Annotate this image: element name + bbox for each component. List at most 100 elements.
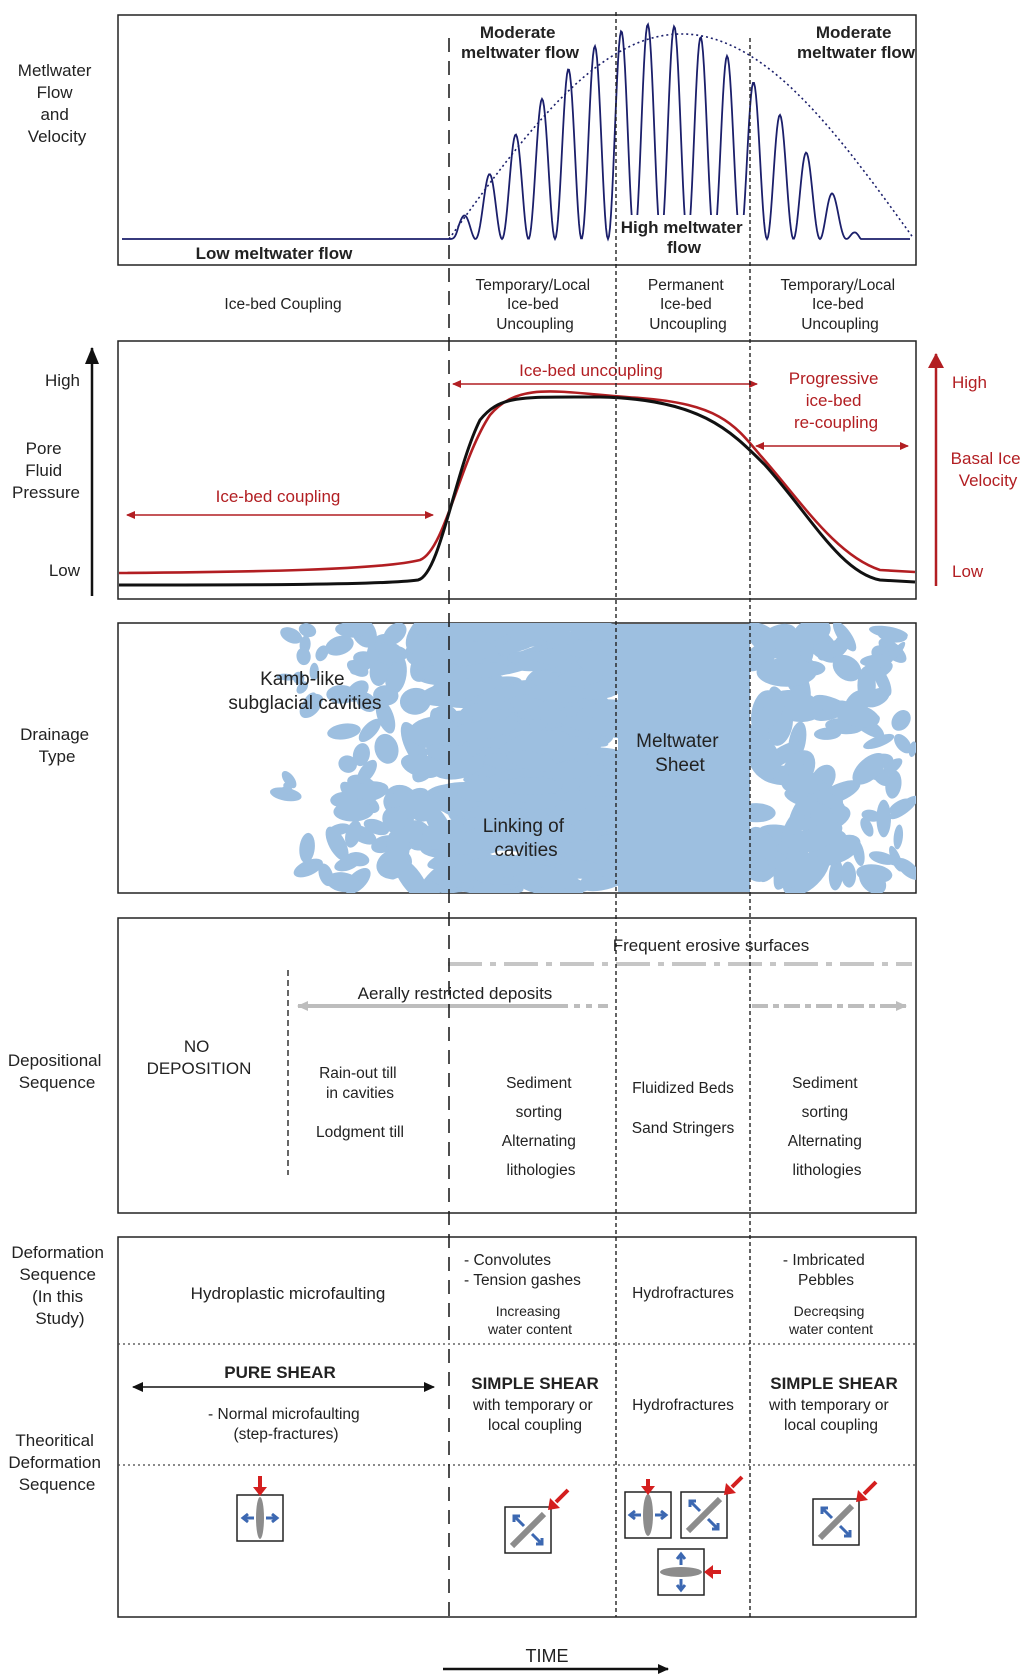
cavity-blob — [373, 685, 399, 706]
cavity-blob — [840, 861, 857, 888]
cavity-blob — [860, 654, 894, 667]
cavity-blob — [893, 824, 904, 850]
lodgment-till-label: Lodgment till — [316, 1124, 404, 1141]
time-label: TIME — [526, 1646, 569, 1666]
cavity-blob — [296, 681, 309, 694]
basal-ice-velocity-label: Basal Ice Velocity — [951, 449, 1026, 490]
phase-divider-lines — [448, 12, 751, 1617]
label-drainage-type: Drainage Type — [20, 725, 94, 766]
cavity-blob — [383, 623, 407, 646]
cavity-blob — [879, 854, 906, 867]
phase-temporary-right: Temporary/Local Ice-bed Uncoupling — [781, 277, 900, 333]
cavity-blob — [385, 807, 408, 831]
panel-pore-pressure: Ice-bed uncoupling Ice-bed coupling Prog… — [117, 340, 1026, 600]
simple-shear-right-stress-icon — [812, 1480, 878, 1546]
meltwater-sheet-label: Meltwater Sheet — [636, 731, 724, 776]
simple-shear-left-stress-icon — [504, 1488, 570, 1554]
erosive-label-bg — [600, 933, 822, 955]
cavity-blob — [467, 854, 532, 879]
cavity-blob — [315, 645, 329, 662]
pure-shear-stress-icon — [236, 1476, 284, 1542]
cavity-blob — [550, 639, 627, 660]
cavity-blob — [889, 795, 916, 820]
sediment-sorting-left-label: Sediment sorting Alternating lithologies — [502, 1075, 580, 1179]
cavity-blob — [877, 628, 908, 643]
pore-high-label: High — [45, 371, 80, 390]
cavity-blob — [817, 638, 849, 661]
sand-stringers-label: Sand Stringers — [632, 1120, 735, 1137]
cavity-blob — [330, 791, 358, 808]
cavity-blob — [781, 809, 805, 849]
cavity-blob — [440, 719, 520, 743]
cavity-blob — [345, 820, 362, 848]
cavity-blob — [480, 709, 512, 723]
cavity-blob — [891, 709, 911, 731]
cavity-blob — [363, 818, 390, 836]
cavity-blob — [775, 625, 801, 673]
hydroplastic-label: Hydroplastic microfaulting — [191, 1284, 386, 1303]
rainout-till-label: Rain-out till in cavities — [319, 1065, 401, 1102]
cavity-blob — [270, 787, 302, 802]
cavity-blob — [399, 787, 430, 815]
hydrofracture-diagonal-stress-icon — [680, 1475, 744, 1539]
cavity-blob — [356, 692, 377, 712]
panel-drainage-type: Kamb-like subglacial cavities Meltwater … — [117, 622, 917, 894]
cavity-blob — [352, 743, 370, 767]
simple-shear-right-sub: with temporary or local coupling — [768, 1397, 893, 1434]
label-deformation-sequence: Deformation Sequence (In this Study) — [11, 1243, 108, 1328]
meltwater-flow-curve — [122, 22, 910, 242]
basal-low-label: Low — [952, 562, 984, 581]
cavity-blob — [358, 718, 382, 743]
cavity-blob — [815, 790, 846, 812]
high-flow-label-bg — [620, 215, 750, 259]
hydrofractures-label: Hydrofractures — [632, 1285, 734, 1302]
cavity-blob — [857, 666, 876, 705]
aerally-label-bg — [345, 982, 563, 1002]
cavity-blob — [526, 651, 572, 668]
low-flow-label: Low meltwater flow — [196, 244, 354, 263]
cavity-blob — [828, 859, 844, 891]
panel-depositional-sequence: Frequent erosive surfaces Aerally restri… — [117, 917, 917, 1214]
cavity-blob — [375, 699, 396, 734]
cavity-blob — [882, 758, 903, 776]
sediment-sorting-right-label: Sediment sorting Alternating lithologies — [788, 1075, 866, 1179]
cavity-blob — [335, 623, 367, 638]
decreasing-water-label: Decreqsing water content — [788, 1303, 873, 1337]
basal-ice-velocity-curve — [118, 390, 916, 575]
cavity-blob — [293, 671, 305, 685]
uncoupling-label: Ice-bed uncoupling — [519, 361, 663, 380]
simple-shear-left-label: SIMPLE SHEAR — [471, 1374, 599, 1393]
cavity-blob — [852, 752, 886, 785]
imbricated-label: - Imbricated Pebbles — [783, 1252, 869, 1289]
recoupling-label: Progressive ice-bed re-coupling — [789, 369, 884, 432]
cavity-blob — [279, 785, 292, 795]
cavity-blob — [298, 623, 317, 638]
cavity-blob — [432, 752, 484, 780]
phase-coupling: Ice-bed Coupling — [224, 296, 341, 313]
cavity-blob — [908, 741, 916, 757]
cavity-blob — [873, 665, 892, 697]
fluidized-beds-label: Fluidized Beds — [632, 1080, 734, 1097]
cavity-blob — [338, 755, 357, 773]
cavity-blob — [878, 638, 907, 663]
pore-pressure-curve — [118, 395, 916, 587]
cavity-blob — [293, 858, 323, 878]
high-flow-label: High meltwater flow — [621, 218, 748, 257]
cavity-blob — [863, 733, 895, 750]
convolutes-label: - Convolutes - Tension gashes — [464, 1252, 581, 1289]
simple-shear-right-label: SIMPLE SHEAR — [770, 1374, 898, 1393]
cavity-blob — [296, 647, 311, 666]
erosive-surfaces-label: Frequent erosive surfaces — [613, 936, 810, 955]
label-meltwater: Metlwater Flow and Velocity — [18, 61, 96, 146]
kamb-cavities-label: Kamb-like subglacial cavities — [228, 669, 381, 714]
pore-low-label: Low — [49, 561, 81, 580]
cavity-blob — [536, 627, 579, 645]
cavity-blob — [554, 670, 605, 687]
pure-shear-label: PURE SHEAR — [224, 1363, 335, 1382]
phase-labels: Ice-bed Coupling Temporary/Local Ice-bed… — [224, 277, 900, 333]
cavity-blob — [832, 654, 862, 682]
cavity-blob — [860, 817, 874, 837]
cavity-blob — [894, 733, 912, 754]
coupling-label: Ice-bed coupling — [216, 487, 341, 506]
